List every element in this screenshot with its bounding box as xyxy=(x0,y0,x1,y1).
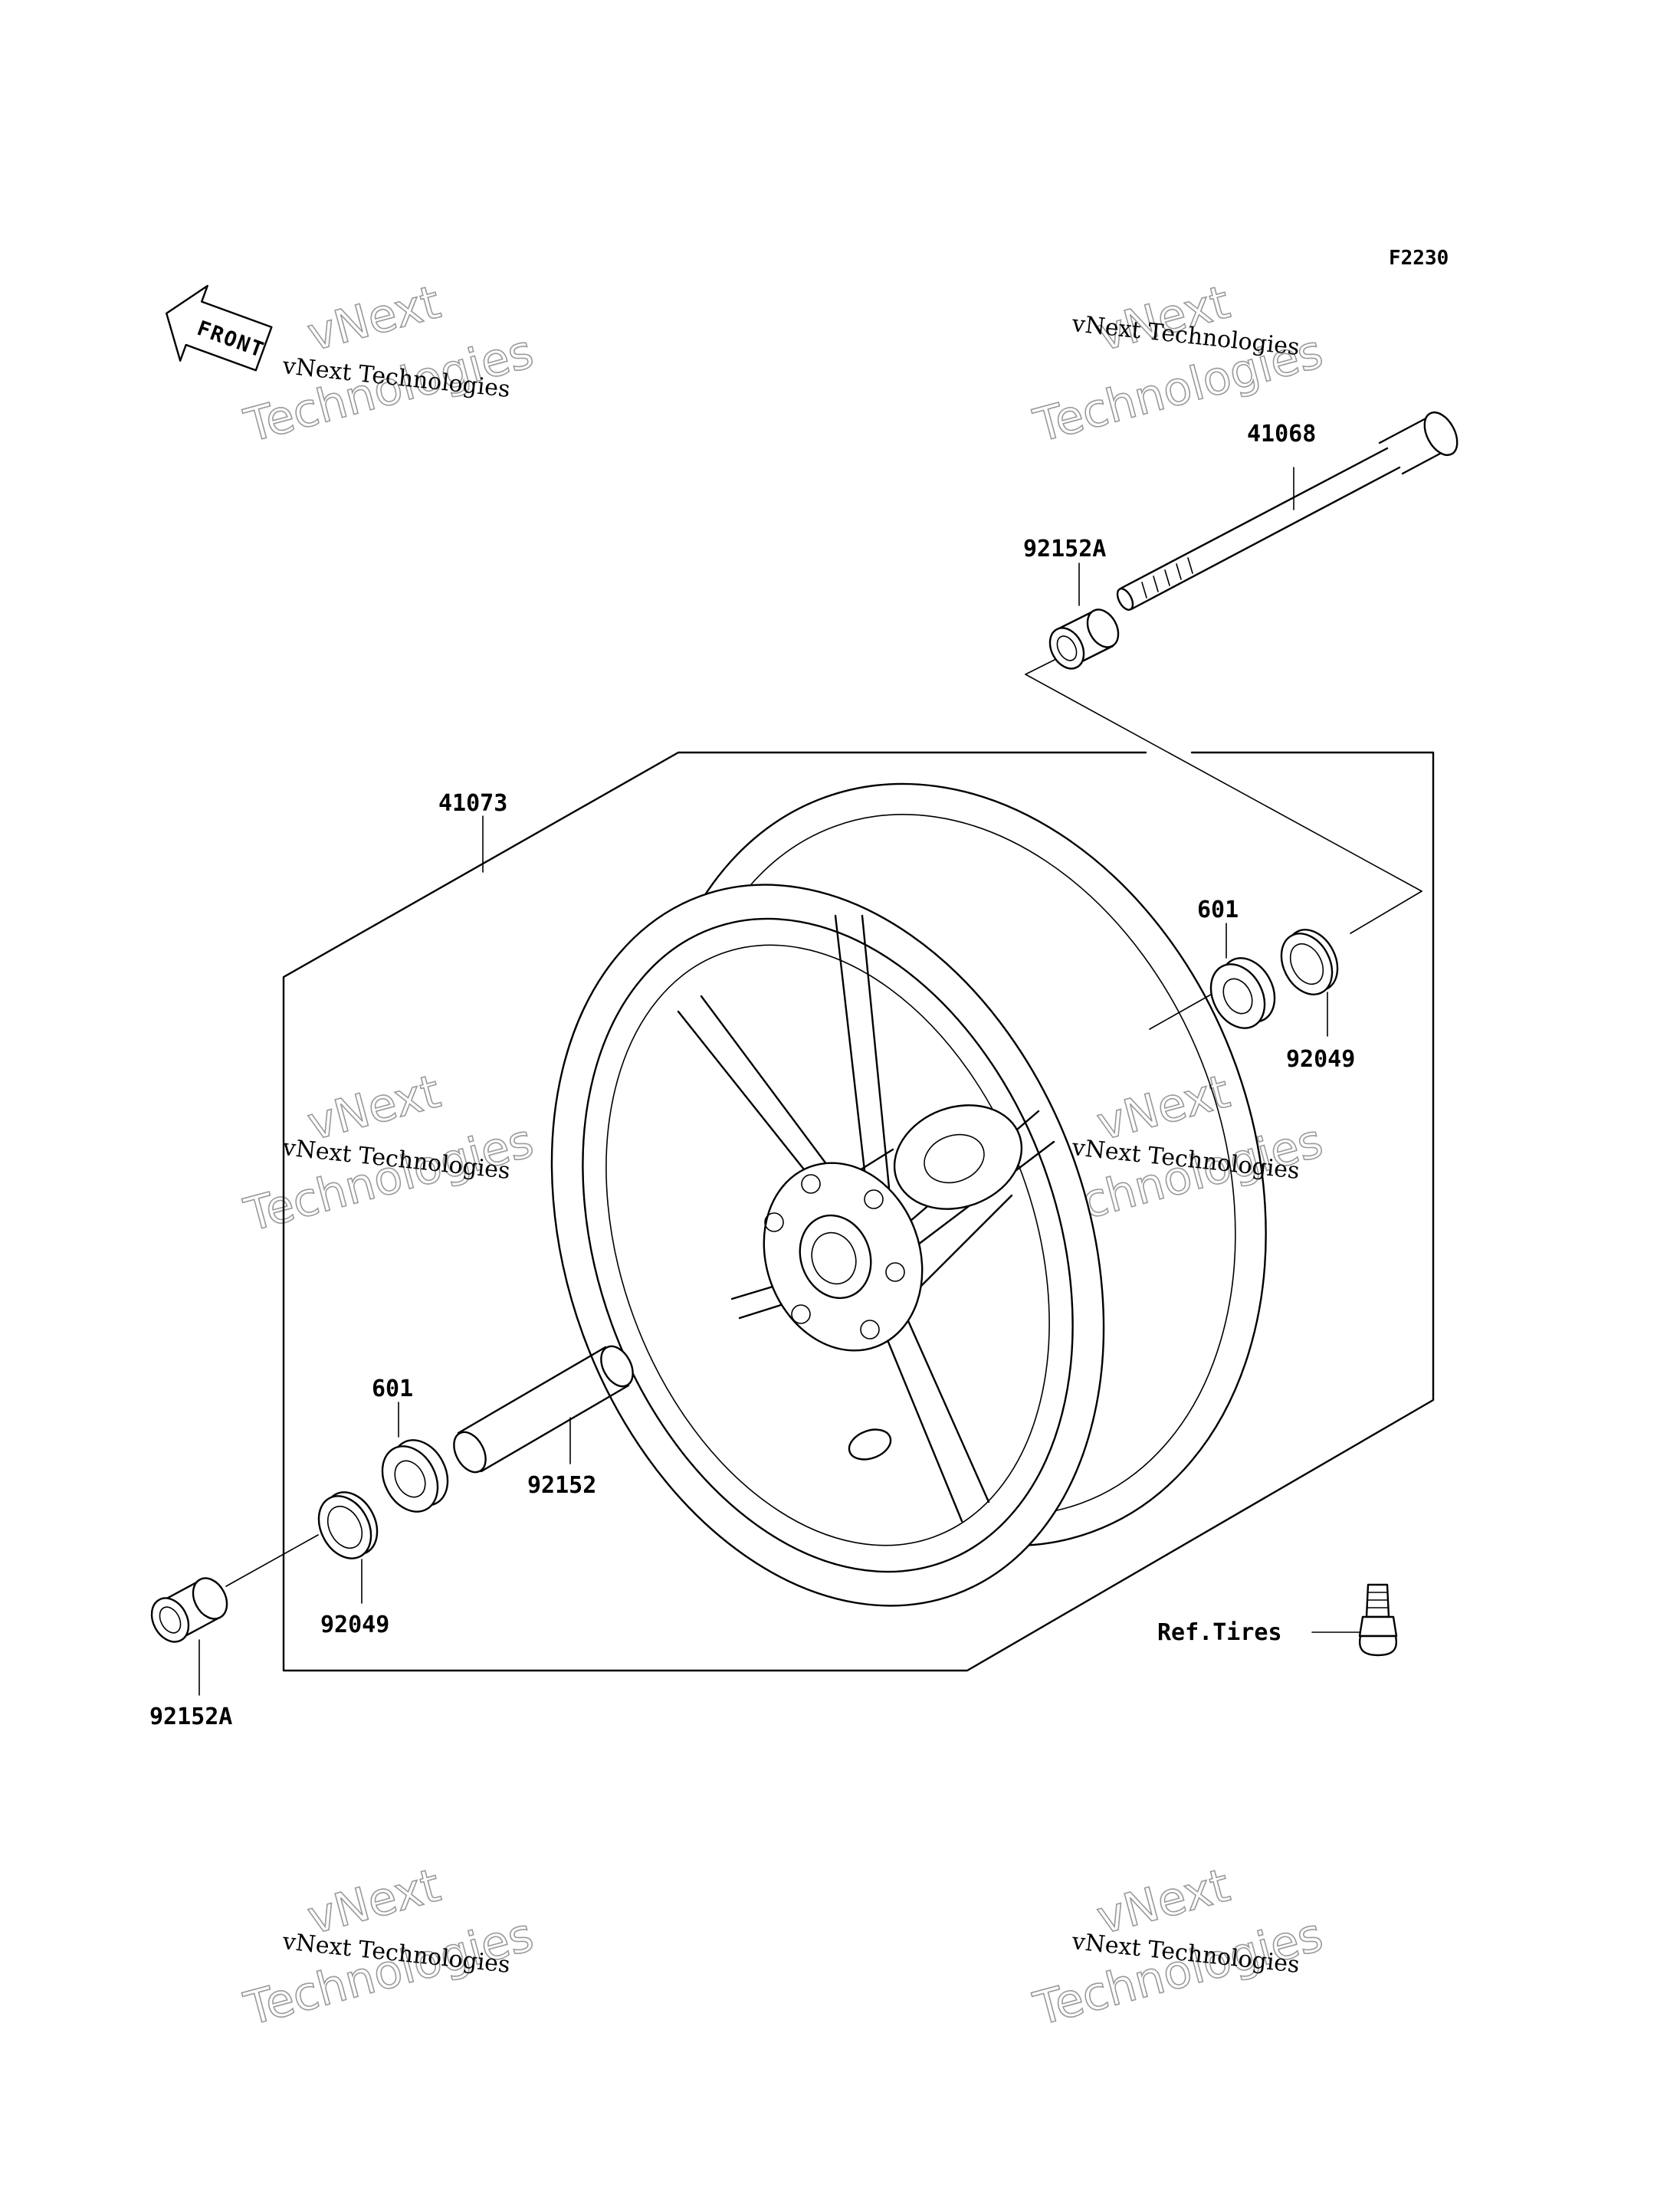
part-label-bearing-right[interactable]: 601 xyxy=(1197,897,1239,923)
part-label-spacer[interactable]: 92152 xyxy=(527,1472,596,1499)
valve-boss xyxy=(848,1428,892,1461)
spacer-end-front xyxy=(453,1431,487,1474)
seal-right-bore xyxy=(1289,943,1324,985)
valve-base xyxy=(1359,1635,1397,1657)
hub-rear-flange xyxy=(893,1104,1023,1210)
part-label-wheel[interactable]: 41073 xyxy=(438,790,507,817)
wheel-rim-front-inner xyxy=(605,944,1050,1546)
front-direction-arrow: FRONT xyxy=(166,284,273,372)
bearing-left xyxy=(381,1439,449,1513)
collar-lower-face-front xyxy=(150,1597,190,1643)
axis-collar-to-seal xyxy=(225,1534,319,1587)
axis-right-to-seal xyxy=(1350,890,1422,934)
watermark-bottom-left: vNext Technologies vNext Technologies xyxy=(238,1858,540,2038)
part-label-bearing-left[interactable]: 601 xyxy=(372,1376,413,1402)
part-labels[interactable]: 41068 92152A 41073 601 92049 601 92152 9… xyxy=(149,421,1355,1730)
axle-thread xyxy=(1141,557,1193,598)
spoke-lower-right xyxy=(872,1294,990,1523)
spacer xyxy=(453,1345,634,1474)
seal-right-front xyxy=(1280,933,1334,995)
part-label-seal-right[interactable]: 92049 xyxy=(1286,1046,1355,1073)
collar-upper-face-front xyxy=(1048,627,1085,670)
bearing-right xyxy=(1209,957,1276,1029)
spacer-end-back xyxy=(600,1345,634,1388)
seal-left-front xyxy=(317,1495,372,1559)
figure-code: F2230 xyxy=(1389,247,1449,270)
collar-upper xyxy=(1048,608,1120,670)
tire-valve xyxy=(1358,1583,1398,1657)
watermark-mid-left: vNext Technologies vNext Technologies xyxy=(238,1064,540,1244)
valve-cap xyxy=(1365,1583,1390,1618)
wheel xyxy=(550,782,1267,1607)
spoke-upper xyxy=(834,914,891,1189)
wheel-assembly-outline xyxy=(282,751,1435,1672)
hub-bolt-hole-2 xyxy=(864,1189,884,1209)
front-arrow-shape xyxy=(166,284,273,372)
seal-right xyxy=(1280,929,1339,995)
valve-cap-thread xyxy=(1367,1592,1389,1608)
watermark-bottom-right: vNext Technologies vNext Technologies xyxy=(1028,1858,1329,2038)
hub-bolt-hole-4 xyxy=(860,1320,880,1340)
spacer-body xyxy=(457,1346,630,1473)
axle xyxy=(1116,411,1459,611)
hub-bolt-hole-1 xyxy=(801,1174,821,1194)
bearing-right-bore xyxy=(1222,978,1253,1015)
bearing-left-bore xyxy=(394,1460,426,1498)
hub-front-flange xyxy=(763,1162,924,1352)
hub-bolt-hole-6 xyxy=(764,1212,784,1232)
seal-left xyxy=(317,1491,379,1559)
hub-bore xyxy=(811,1231,857,1285)
collar-lower xyxy=(150,1577,228,1643)
valve-nut xyxy=(1358,1615,1398,1638)
hub-bearing-seat xyxy=(799,1214,872,1300)
part-label-collar-lower[interactable]: 92152A xyxy=(149,1703,232,1730)
collar-lower-bore xyxy=(159,1606,182,1634)
axle-shaft xyxy=(1119,447,1401,611)
part-label-seal-left[interactable]: 92049 xyxy=(320,1612,389,1638)
axle-tip xyxy=(1116,588,1134,611)
part-label-collar-upper[interactable]: 92152A xyxy=(1023,536,1106,562)
collar-upper-face-back xyxy=(1086,608,1120,648)
part-label-valve[interactable]: Ref.Tires xyxy=(1157,1619,1282,1646)
spoke-upper-left xyxy=(677,995,848,1201)
bearing-right-front xyxy=(1209,963,1266,1029)
wheel-rim-front-mid xyxy=(582,917,1074,1573)
axle-head xyxy=(1423,411,1459,457)
collar-lower-face-back xyxy=(192,1577,228,1620)
hub-bolt-hole-5 xyxy=(791,1304,811,1324)
hub-rear-bore xyxy=(924,1133,985,1184)
hub-bolt-hole-3 xyxy=(885,1262,905,1282)
seal-left-bore xyxy=(326,1505,363,1549)
part-label-axle[interactable]: 41068 xyxy=(1247,421,1316,448)
watermark-top-left: vNext Technologies vNext Technologies xyxy=(238,275,540,454)
watermark-big-vnext: vNext xyxy=(302,275,445,362)
axis-seal-to-bearing xyxy=(1149,992,1216,1030)
bearing-left-front xyxy=(381,1445,439,1513)
axis-upper-diagonal xyxy=(1025,674,1422,892)
collar-upper-bore xyxy=(1056,635,1078,661)
leader-lines xyxy=(199,467,1361,1696)
